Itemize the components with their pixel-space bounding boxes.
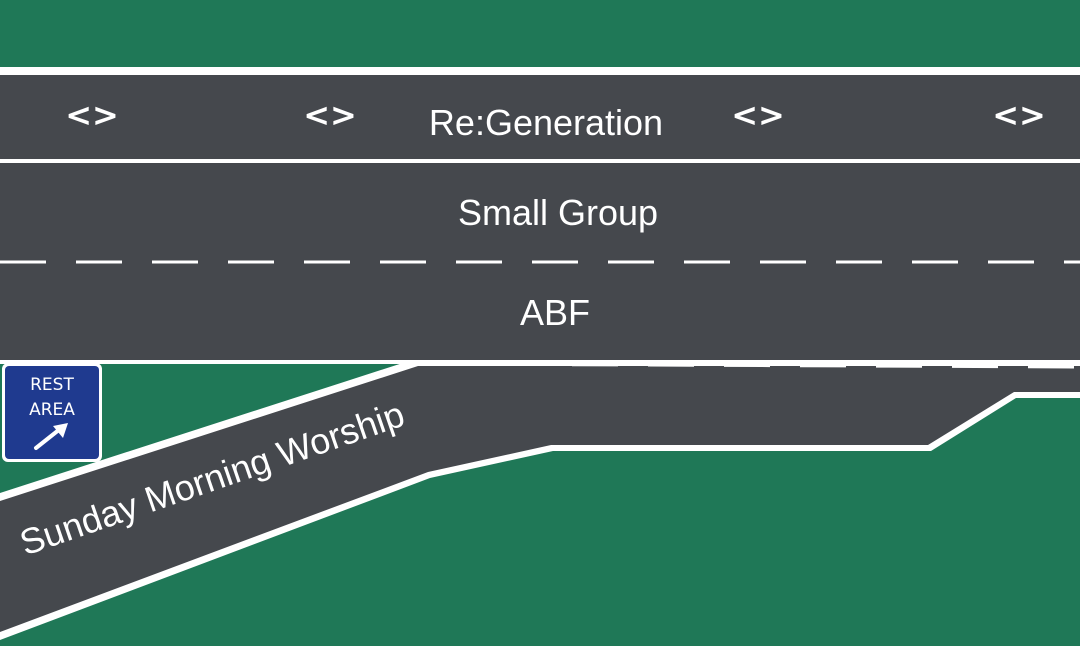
merge-dashed-line [419, 362, 1080, 369]
road-surface [0, 75, 1080, 360]
lane-label-top: Re:Generation [429, 102, 663, 143]
arrow-up-right-icon [34, 423, 68, 450]
sign-line-2: AREA [29, 400, 75, 420]
sign-panel [5, 366, 99, 459]
lane-label-middle: Small Group [458, 192, 658, 233]
lane-marker-3: <> [731, 96, 785, 134]
rest-area-sign: REST AREA [2, 363, 102, 462]
lane-marker-4: <> [992, 96, 1046, 134]
solid-lane-line [0, 159, 1080, 163]
lane-marker-1: <> [65, 96, 119, 134]
ramp-surface [0, 366, 1080, 632]
sign-line-1: REST [30, 375, 74, 395]
lane-label-bottom: ABF [520, 292, 590, 333]
lane-marker-2: <> [303, 96, 357, 134]
